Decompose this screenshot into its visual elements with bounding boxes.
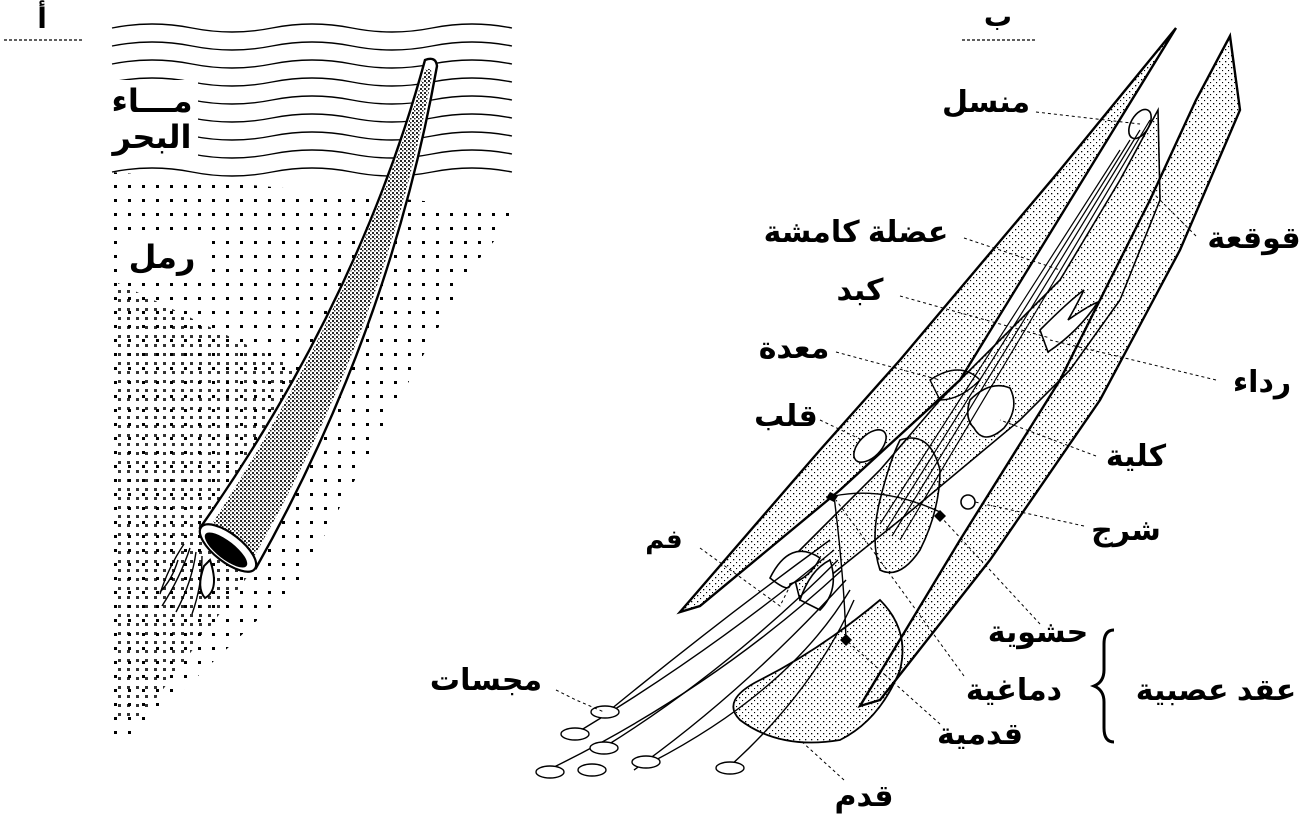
- label-retractor-muscle: عضلة كامشة: [764, 216, 949, 249]
- foot-shape: [732, 598, 904, 744]
- ganglia-bracket: [1089, 628, 1115, 744]
- label-shell: قوقعة: [1207, 222, 1300, 255]
- label-mouth: فم: [645, 524, 682, 554]
- sand-label: رمل: [129, 239, 196, 276]
- label-kidney: كلية: [1106, 440, 1167, 473]
- sea-water-waves: [111, 23, 513, 177]
- panel-a: أ مـــاء البحر رمل: [4, 0, 520, 740]
- leader-lines: [555, 111, 1217, 781]
- label-mantle: رداء: [1233, 366, 1291, 399]
- label-heart: قلب: [754, 400, 818, 433]
- label-anus: شرج: [1091, 514, 1161, 547]
- label-cerebral: دماغية: [966, 674, 1062, 707]
- liver-shape: [1039, 289, 1101, 354]
- panel-a-letter: أ: [37, 0, 47, 34]
- shell-upper-half: [676, 27, 1178, 615]
- sea-water-label-2: البحر: [110, 119, 191, 156]
- nerve-connective-2: [833, 495, 847, 641]
- sand-label-bg: [120, 236, 206, 280]
- sea-label-bg: [104, 80, 198, 158]
- heart-shape: [853, 429, 887, 463]
- label-pedal: قدمية: [937, 718, 1023, 751]
- captacula-tips: [535, 705, 745, 779]
- animal-foot: [159, 543, 215, 615]
- kidney-shape: [966, 384, 1015, 438]
- label-captacula: مجسات: [430, 664, 542, 697]
- label-stomach: معدة: [759, 332, 830, 365]
- tusk-shell: [198, 57, 439, 573]
- panel-b: ب: [430, 1, 1301, 814]
- nerve-connective-1: [833, 492, 941, 513]
- mouth-shape: [768, 550, 822, 589]
- label-liver: كبد: [836, 274, 884, 307]
- visceral-ganglion: [934, 510, 946, 522]
- label-ganglia: عقد عصبية: [1136, 674, 1297, 707]
- sand-region-dense: [112, 280, 320, 720]
- anus-shape: [960, 494, 976, 510]
- label-visceral: حشوية: [988, 616, 1088, 649]
- sea-water-label-1: مـــاء: [112, 83, 193, 119]
- label-gonad: منسل: [942, 86, 1030, 119]
- label-foot: قدم: [835, 780, 894, 814]
- panel-b-letter: ب: [984, 1, 1012, 32]
- visceral-mass: [874, 437, 941, 574]
